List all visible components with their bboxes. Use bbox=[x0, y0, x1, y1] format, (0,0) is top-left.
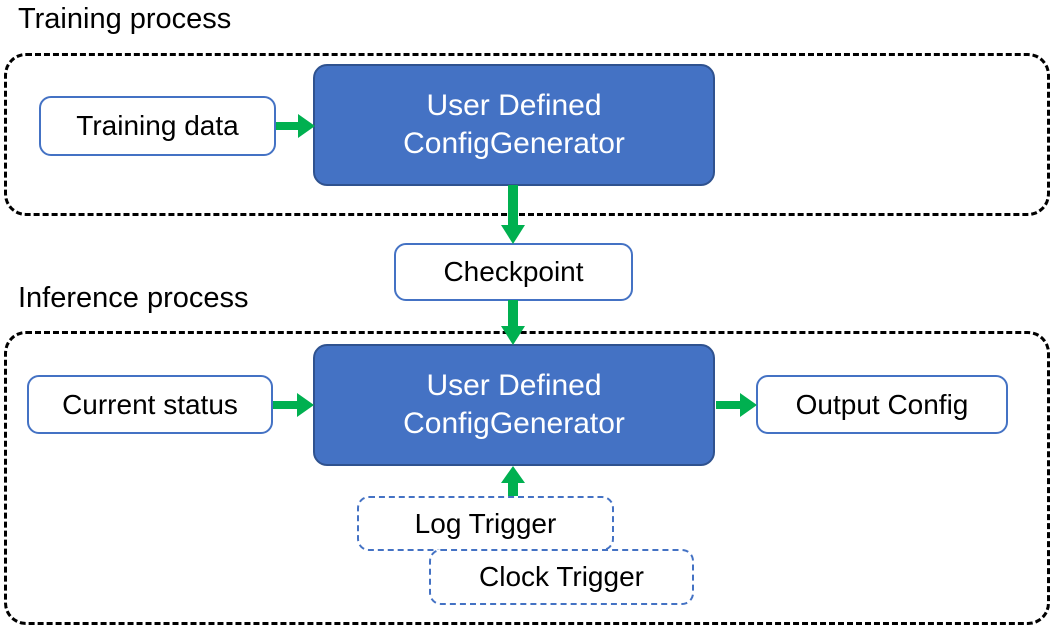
training-config-generator-line1: User Defined bbox=[426, 88, 602, 122]
clock-trigger-box[interactable]: Clock Trigger bbox=[429, 549, 694, 605]
output-config-box[interactable]: Output Config bbox=[756, 375, 1008, 434]
training-process-title: Training process bbox=[18, 3, 232, 35]
log-trigger-box[interactable]: Log Trigger bbox=[357, 496, 614, 551]
arrow-checkpoint-to-process-icon bbox=[500, 300, 526, 346]
current-status-box[interactable]: Current status bbox=[27, 375, 273, 434]
inference-process-container bbox=[4, 331, 1050, 625]
arrow-process-to-checkpoint-icon bbox=[500, 185, 526, 245]
inference-config-generator-line2: ConfigGenerator bbox=[403, 407, 625, 440]
arrow-current-status-to-process-icon bbox=[273, 392, 315, 418]
arrow-triggers-to-process-icon bbox=[500, 466, 526, 501]
arrow-training-data-to-process-icon bbox=[276, 113, 316, 139]
inference-config-generator-line1: User Defined bbox=[426, 368, 602, 402]
training-process-container bbox=[4, 53, 1050, 216]
inference-config-generator-box[interactable]: User Defined ConfigGenerator bbox=[313, 344, 715, 466]
training-data-box[interactable]: Training data bbox=[39, 96, 276, 156]
inference-process-title: Inference process bbox=[18, 282, 249, 314]
training-config-generator-box[interactable]: User Defined ConfigGenerator bbox=[313, 64, 715, 186]
training-config-generator-line2: ConfigGenerator bbox=[403, 127, 625, 160]
arrow-process-to-output-config-icon bbox=[716, 392, 758, 418]
checkpoint-box[interactable]: Checkpoint bbox=[394, 243, 633, 301]
